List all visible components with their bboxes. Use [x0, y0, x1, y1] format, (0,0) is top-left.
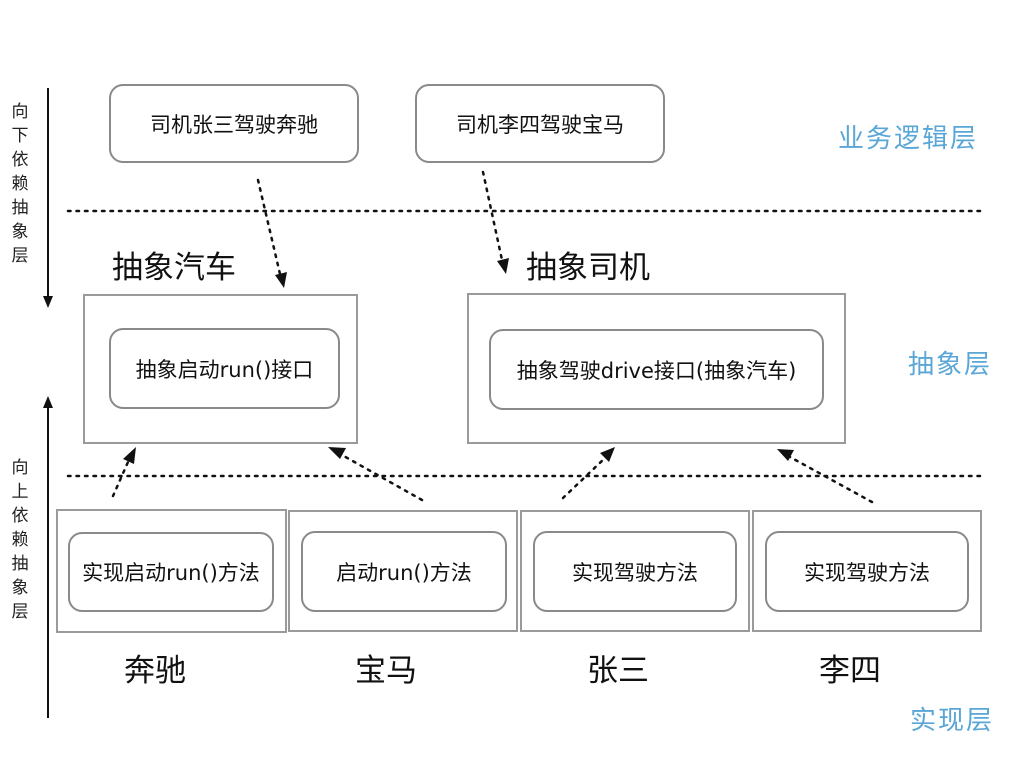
abstract-drive-interface: 抽象驾驶drive接口(抽象汽车) — [489, 329, 824, 410]
down-dependency-arrow — [43, 88, 53, 308]
bmw-label: 宝马 — [355, 653, 417, 689]
arrow-benz-to-car — [111, 447, 136, 498]
zhang-label: 张三 — [587, 653, 649, 689]
arrow-bmw-to-car — [328, 447, 424, 502]
driver-li-box: 司机李四驾驶宝马 — [415, 84, 665, 163]
li-label: 李四 — [819, 653, 881, 689]
arrow-li-to-driver — [777, 449, 874, 504]
zhang-drive-method: 实现驾驶方法 — [533, 531, 737, 612]
benz-run-method: 实现启动run()方法 — [68, 532, 274, 612]
bmw-run-method: 启动run()方法 — [301, 531, 507, 612]
abstract-driver-title: 抽象司机 — [526, 250, 650, 286]
arrow-zhang-to-abstract-car — [256, 178, 287, 288]
arrow-zhang-to-driver — [561, 447, 615, 500]
abstract-run-interface: 抽象启动run()接口 — [109, 328, 340, 409]
business-layer-label: 业务逻辑层 — [838, 124, 979, 154]
impl-layer-label: 实现层 — [910, 706, 995, 736]
down-dependency-text: 向下依赖抽象层 — [11, 102, 29, 266]
driver-zhang-box: 司机张三驾驶奔驰 — [109, 84, 359, 163]
arrow-li-to-abstract-driver — [481, 170, 509, 274]
up-dependency-arrow — [43, 396, 53, 718]
benz-label: 奔驰 — [124, 653, 186, 689]
up-dependency-text: 向上依赖抽象层 — [11, 458, 29, 622]
abstract-layer-label: 抽象层 — [908, 350, 993, 380]
li-drive-method: 实现驾驶方法 — [765, 531, 969, 612]
abstract-car-title: 抽象汽车 — [112, 250, 236, 286]
